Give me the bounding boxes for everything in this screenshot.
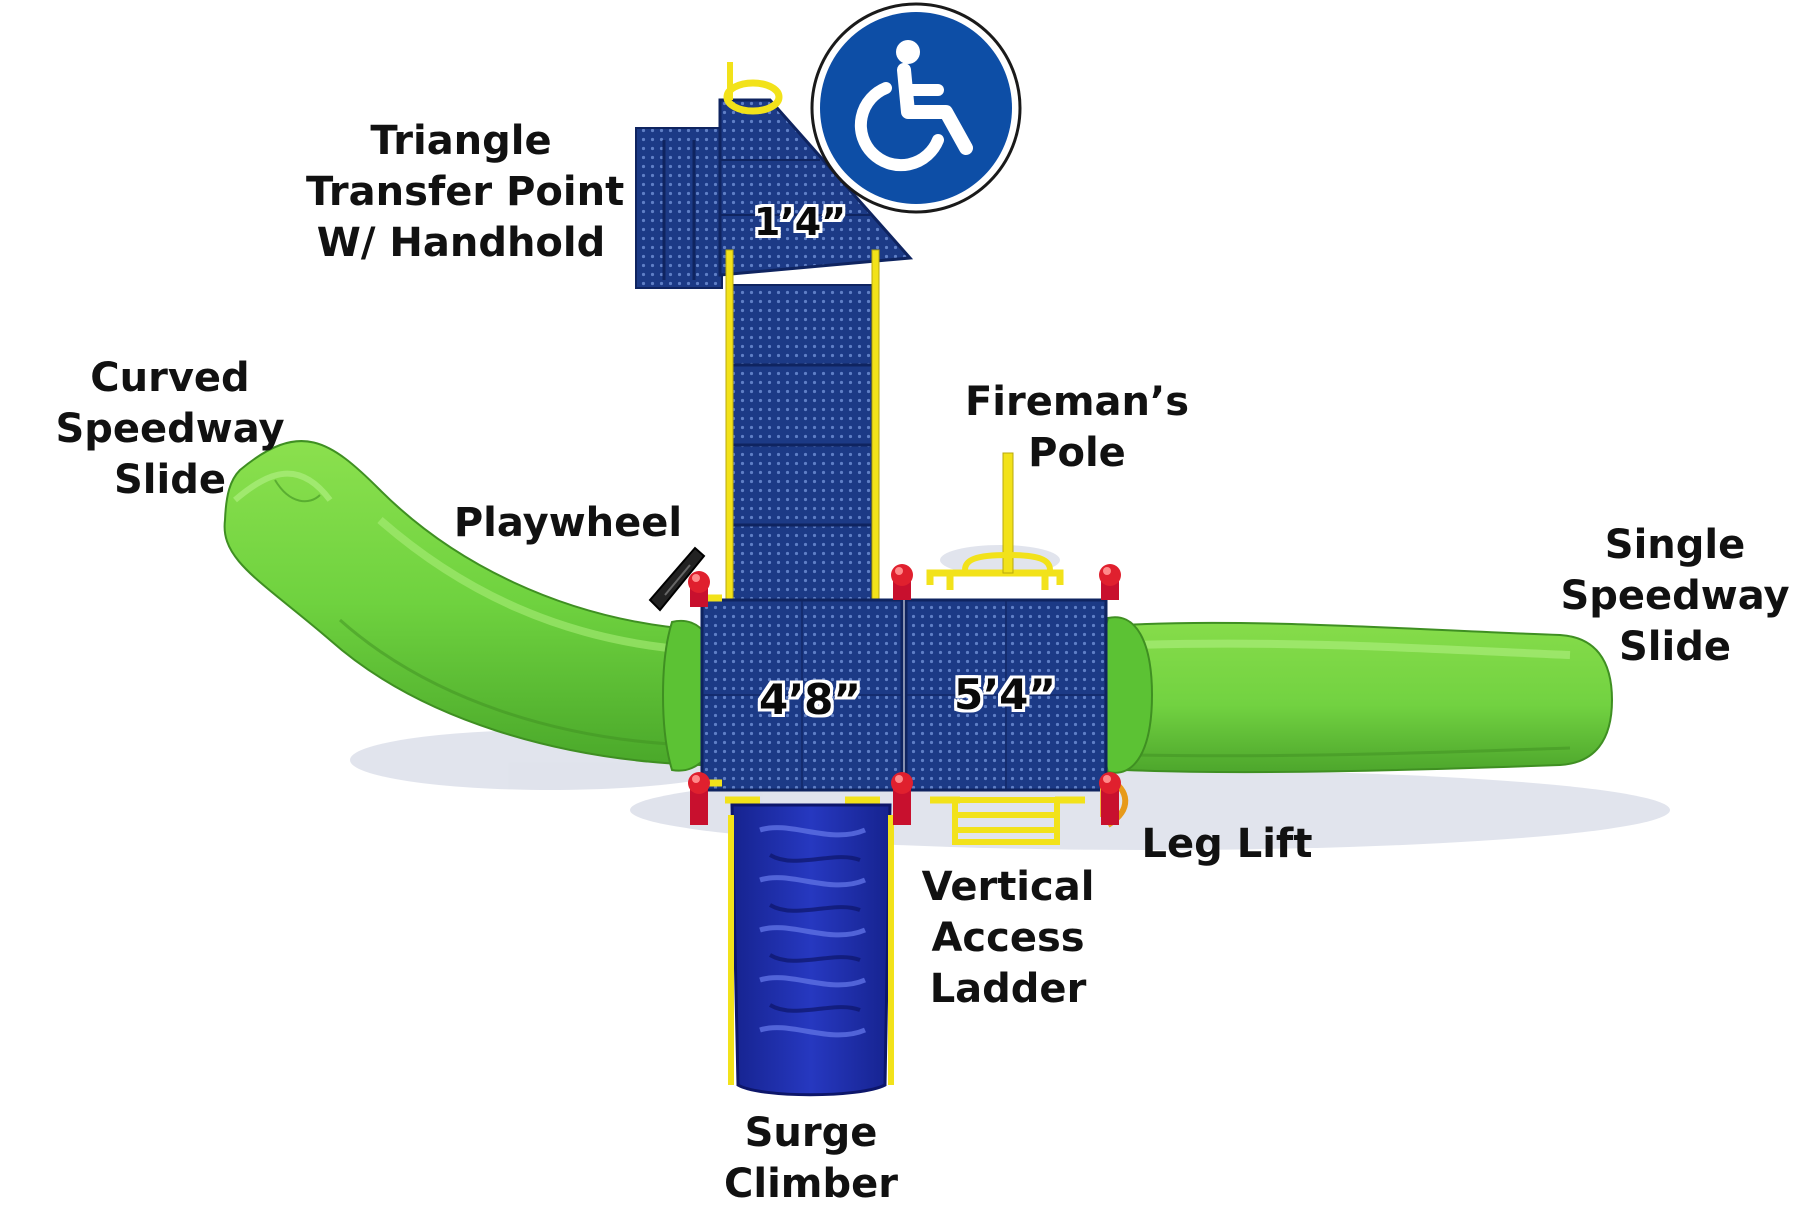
triangle-transfer-point — [635, 62, 914, 289]
playwheel — [648, 546, 706, 612]
label-line: Single — [1604, 522, 1746, 568]
support-posts — [688, 564, 1121, 825]
label-line: Surge — [744, 1110, 878, 1156]
post — [688, 772, 710, 825]
label-line: Triangle — [370, 118, 552, 164]
label-line: Curved — [90, 355, 250, 401]
label-line: Vertical — [921, 864, 1095, 910]
label-leg-lift: Leg Lift — [1122, 819, 1332, 870]
label-line: Leg Lift — [1141, 821, 1313, 867]
dimension-deck-right-height: 5’4” — [953, 670, 1056, 719]
label-line: Fireman’s — [964, 379, 1190, 425]
label-single-speedway-slide: Single Speedway Slide — [1550, 520, 1800, 673]
label-playwheel: Playwheel — [448, 498, 688, 549]
label-line: Pole — [1028, 430, 1126, 476]
curved-speedway-slide — [223, 440, 724, 772]
label-line: Transfer Point — [306, 169, 625, 215]
wheelchair-icon — [810, 2, 1022, 214]
post — [1099, 772, 1121, 825]
deck-right — [904, 598, 1108, 792]
label-line: Speedway — [1560, 573, 1790, 619]
dimension-transfer-height: 1’4” — [753, 200, 847, 244]
label-vertical-access-ladder: Vertical Access Ladder — [898, 862, 1118, 1015]
post — [1099, 564, 1121, 600]
label-line: Slide — [1619, 624, 1731, 670]
single-speedway-slide — [1098, 616, 1614, 774]
vertical-access-ladder — [952, 797, 1060, 845]
label-line: Access — [931, 915, 1085, 961]
post — [891, 564, 913, 600]
label-curved-speedway-slide: Curved Speedway Slide — [45, 353, 295, 506]
label-line: Ladder — [929, 966, 1087, 1012]
deck-frame-rails — [695, 569, 1085, 804]
label-line: Climber — [724, 1161, 898, 1207]
label-line: Speedway — [55, 406, 285, 452]
surge-climber — [728, 803, 894, 1097]
label-surge-climber: Surge Climber — [706, 1108, 916, 1210]
label-firemans-pole: Fireman’s Pole — [952, 377, 1202, 479]
label-line: Playwheel — [453, 500, 683, 546]
label-triangle-transfer-point: Triangle Transfer Point W/ Handhold — [306, 116, 625, 269]
deck-left — [700, 598, 904, 792]
dimension-deck-left-height: 4’8” — [758, 675, 861, 724]
label-line: Slide — [114, 457, 226, 503]
label-line: W/ Handhold — [316, 220, 606, 266]
post — [688, 571, 710, 607]
post — [891, 772, 913, 825]
transfer-steps — [725, 249, 880, 606]
firemans-pole — [962, 452, 1053, 574]
